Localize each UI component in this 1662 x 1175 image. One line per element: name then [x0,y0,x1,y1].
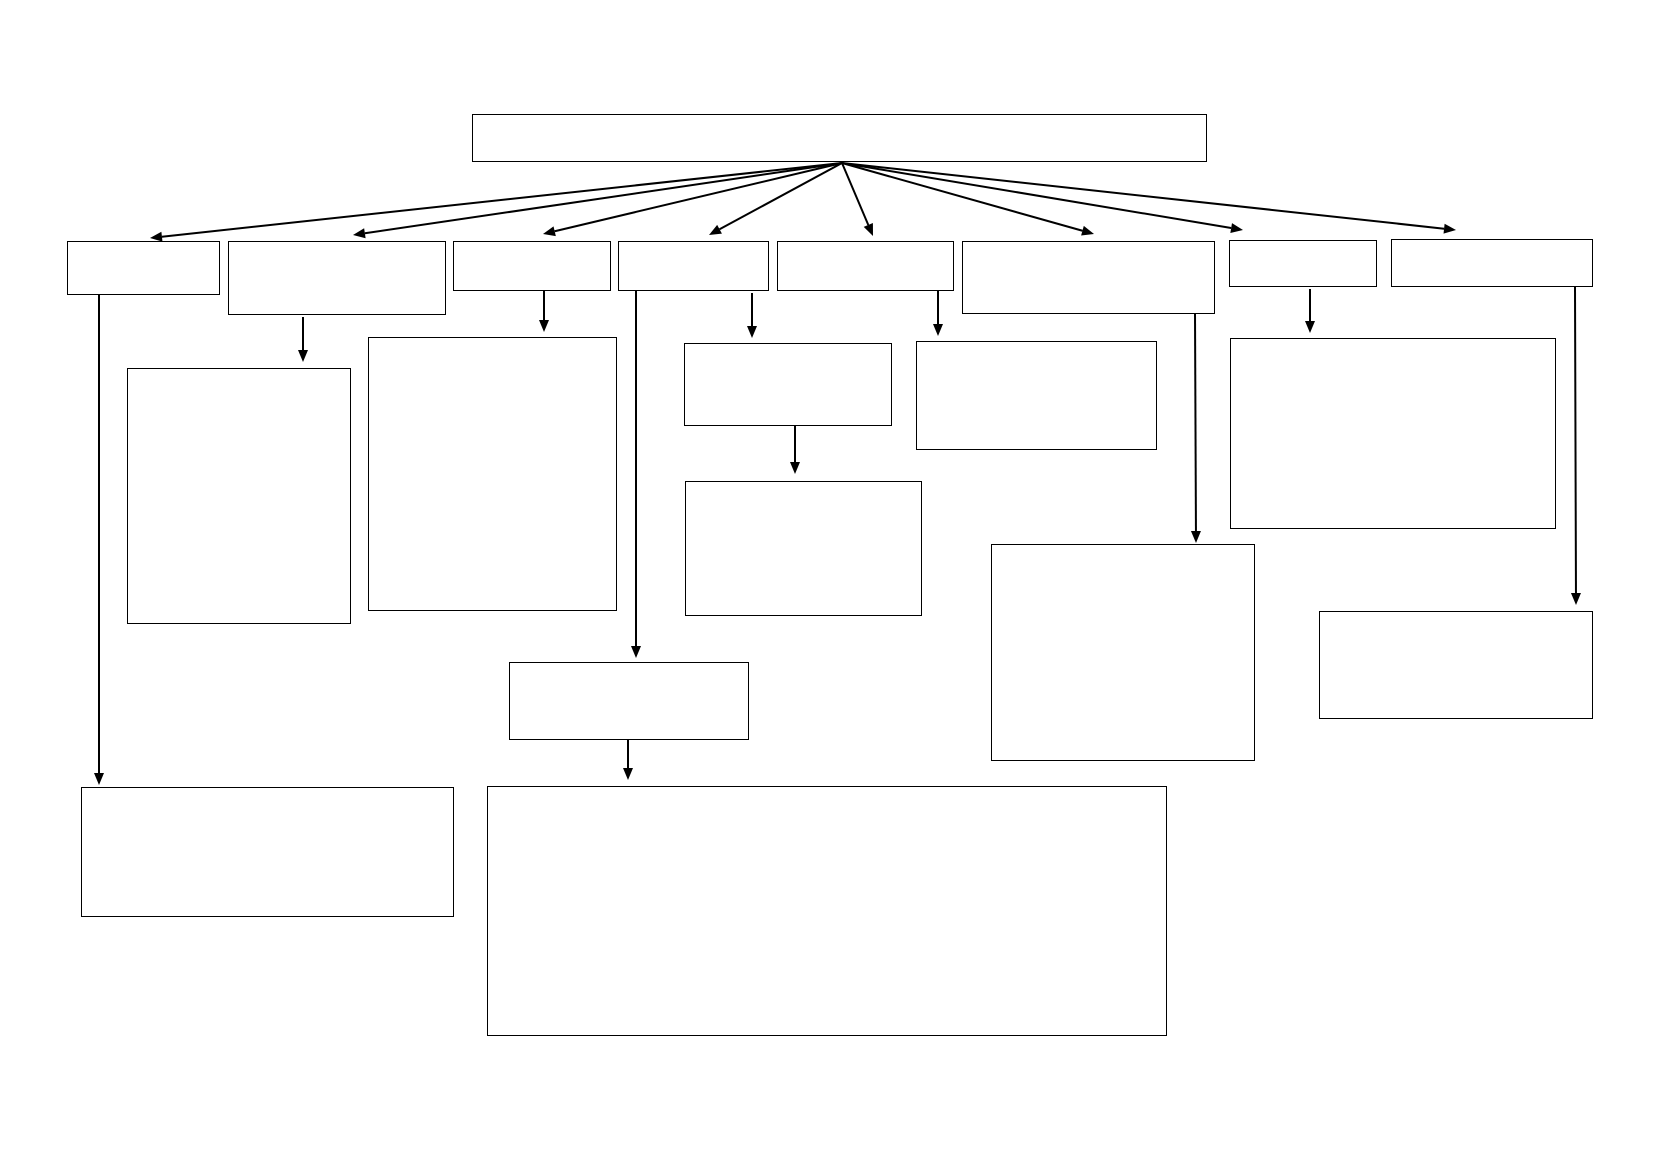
node-box-l1-f[interactable] [962,241,1215,314]
arrow-root-to-l1-f [841,162,1094,236]
arrow-l1-e-to-e-under-e [933,291,943,336]
node-frame[interactable] [228,241,446,315]
arrow-root-to-l1-h [841,162,1456,234]
arrowhead-icon [539,320,549,332]
node-box-bottom-large[interactable] [487,786,1167,1036]
arrowhead-icon [631,646,641,658]
arrow-root-to-l1-d [709,162,843,235]
node-frame[interactable] [453,241,611,291]
node-box-a-bottom[interactable] [81,787,454,917]
node-box-l1-b[interactable] [228,241,446,315]
connector-line [841,162,870,226]
arrow-l1-d-to-d-mid [747,293,757,338]
arrowhead-icon [790,462,800,474]
connector-line [841,162,1232,230]
arrow-l1-a-to-a-bottom [94,295,104,785]
node-box-root[interactable] [472,114,1207,162]
arrowhead-icon [863,223,873,236]
node-box-l1-h[interactable] [1391,239,1593,287]
arrowhead-icon [1190,530,1201,543]
arrowhead-icon [709,224,722,235]
node-frame[interactable] [916,341,1157,450]
node-frame[interactable] [618,241,769,291]
node-box-h-lower[interactable] [1319,611,1593,719]
node-box-e-under-e[interactable] [916,341,1157,450]
node-frame[interactable] [962,241,1215,314]
node-frame[interactable] [509,662,749,740]
connector-line [841,162,1083,232]
arrowhead-icon [747,326,757,338]
node-frame[interactable] [1230,338,1556,529]
connector-line [841,162,1445,230]
arrowhead-icon [353,228,366,239]
node-box-l1-g[interactable] [1229,240,1377,287]
arrow-l1-g-to-g-under-g [1305,289,1315,333]
node-box-l1-c[interactable] [453,241,611,291]
node-box-c-under-c[interactable] [368,337,617,611]
node-frame[interactable] [81,787,454,917]
connector-line [1194,312,1197,532]
node-frame[interactable] [487,786,1167,1036]
node-box-d-lower[interactable] [685,481,922,616]
arrow-l1-c-to-c-under-c [539,291,549,332]
arrowhead-icon [1081,225,1094,236]
arrow-l1-b-to-b-under-b [298,317,308,362]
arrow-d-bottom-small-to-bottom-large [623,740,633,780]
node-frame[interactable] [777,241,954,291]
arrowhead-icon [94,773,104,785]
arrowhead-icon [623,768,633,780]
connector-line [719,162,843,231]
arrow-root-to-l1-c [543,162,843,237]
arrowhead-icon [1443,223,1456,234]
arrow-l1-f-to-f-lower [1190,312,1201,543]
arrow-root-to-l1-a [150,162,843,242]
arrow-l1-d-to-d-bottom-small [631,291,641,658]
arrowhead-icon [1570,592,1581,605]
node-box-l1-d[interactable] [618,241,769,291]
node-frame[interactable] [127,368,351,624]
node-box-g-under-g[interactable] [1230,338,1556,529]
arrow-l1-h-to-h-lower [1570,286,1581,605]
node-frame[interactable] [685,481,922,616]
node-frame[interactable] [1229,240,1377,287]
arrowhead-icon [1305,321,1315,333]
connector-line [1574,286,1577,594]
arrow-root-to-l1-b [353,162,843,239]
node-box-l1-e[interactable] [777,241,954,291]
node-frame[interactable] [368,337,617,611]
node-box-d-mid[interactable] [684,343,892,426]
node-box-f-lower[interactable] [991,544,1255,761]
connector-line [364,162,843,235]
arrow-d-mid-to-d-lower [790,425,800,474]
arrowhead-icon [543,226,556,237]
arrowhead-icon [1230,223,1243,233]
node-box-d-bottom-small[interactable] [509,662,749,740]
node-frame[interactable] [472,114,1207,162]
connector-line [161,162,843,238]
node-frame[interactable] [67,241,220,295]
arrowhead-icon [298,350,308,362]
node-box-l1-a[interactable] [67,241,220,295]
node-frame[interactable] [991,544,1255,761]
arrow-root-to-l1-g [841,162,1243,233]
arrow-root-to-l1-e [841,162,873,236]
node-frame[interactable] [1391,239,1593,287]
arrowhead-icon [933,324,943,336]
node-frame[interactable] [684,343,892,426]
arrowhead-icon [150,231,163,242]
connector-line [554,162,843,233]
node-frame[interactable] [1319,611,1593,719]
node-box-b-under-b[interactable] [127,368,351,624]
